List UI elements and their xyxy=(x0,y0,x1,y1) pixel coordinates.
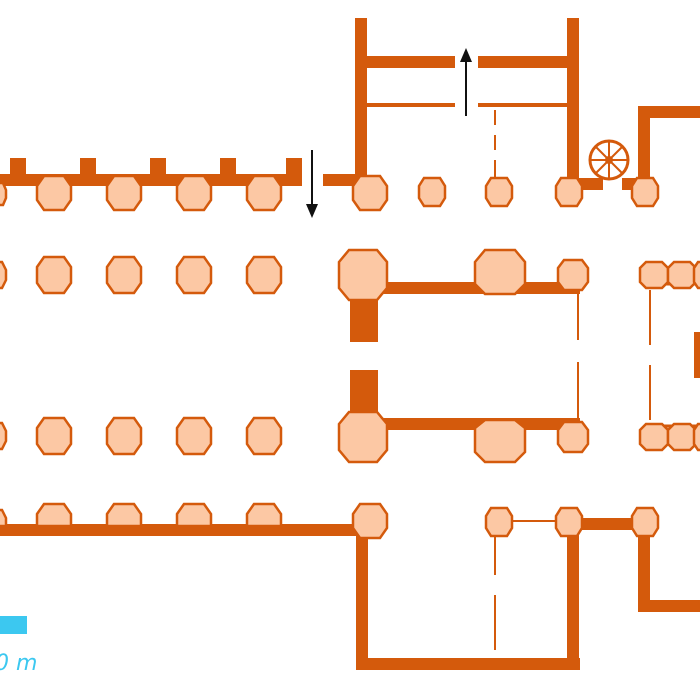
north-east-chapel xyxy=(567,106,700,190)
pillar xyxy=(337,410,389,464)
south-east-chapel xyxy=(638,518,700,612)
pillar xyxy=(556,420,590,454)
pillar xyxy=(105,502,143,528)
pillar xyxy=(666,260,698,290)
apse-enclosure xyxy=(649,282,700,428)
pillar xyxy=(473,418,527,464)
pillar xyxy=(666,422,698,452)
south-transept xyxy=(356,518,647,670)
choir-enclosure xyxy=(350,282,580,430)
pillar xyxy=(0,260,8,290)
pillar xyxy=(105,416,143,456)
pillars xyxy=(0,174,700,540)
wheel-window-icon xyxy=(588,139,630,181)
pillar xyxy=(638,260,670,290)
pillar xyxy=(0,421,8,451)
pillar xyxy=(35,255,73,295)
pillar xyxy=(337,248,389,302)
pillar xyxy=(0,181,8,207)
scale-bar: 10 m xyxy=(0,616,37,676)
pillar xyxy=(35,502,73,528)
pillar xyxy=(692,260,700,290)
north-aisle-wall xyxy=(0,158,357,186)
pillar xyxy=(554,176,584,208)
pillar xyxy=(630,176,660,208)
pillar xyxy=(351,502,389,540)
pillar xyxy=(473,248,527,296)
pillar xyxy=(0,508,8,528)
pillar xyxy=(630,506,660,538)
pillar xyxy=(417,176,447,208)
pillar xyxy=(556,258,590,292)
pillar xyxy=(692,422,700,452)
pillar xyxy=(245,174,283,212)
pillar xyxy=(105,174,143,212)
pillar xyxy=(175,502,213,528)
pillar xyxy=(638,422,670,452)
pillar xyxy=(245,502,283,528)
scale-label: 10 m xyxy=(0,651,37,676)
pillar xyxy=(484,506,514,538)
pillar xyxy=(351,174,389,212)
down-arrow-icon xyxy=(306,150,318,218)
pillar xyxy=(484,176,514,208)
pillar xyxy=(245,255,283,295)
pillar xyxy=(175,416,213,456)
north-transept xyxy=(355,18,579,186)
pillar xyxy=(175,255,213,295)
pillar xyxy=(35,416,73,456)
pillar xyxy=(175,174,213,212)
pillar xyxy=(105,255,143,295)
up-arrow-icon xyxy=(460,48,472,116)
pillar xyxy=(245,416,283,456)
pillar xyxy=(554,506,584,538)
pillar xyxy=(35,174,73,212)
